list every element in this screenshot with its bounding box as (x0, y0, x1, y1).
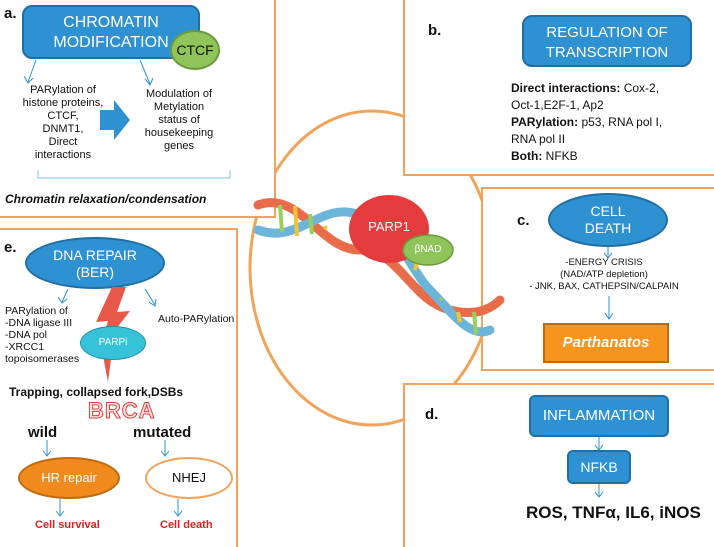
panel-d-label: d. (425, 406, 439, 423)
nad-atp-line: (NAD/ATP depletion) (560, 269, 648, 280)
direct-label: Direct interactions: (511, 81, 621, 95)
dna-repair-line: -XRCC1 (5, 341, 45, 353)
direct-interactions-line: Direct interactions: Cox-2, (511, 80, 701, 97)
both-text: NFKB (542, 149, 578, 163)
direct-line2: Oct-1,E2F-1, Ap2 (511, 98, 604, 112)
par-label: PARylation: (511, 115, 579, 129)
dna-repair-line: -DNA ligase III (5, 317, 73, 329)
panel-c-label: c. (517, 212, 530, 229)
inflammation-label: INFLAMMATION (542, 407, 656, 424)
direct-text: Cox-2, (620, 81, 660, 95)
dna-repair-line: PARylation of (5, 305, 68, 317)
bnad-label: βNAD (414, 244, 442, 255)
trapping-text: Trapping, collapsed fork,DSBs (9, 385, 184, 399)
chromatin-right-line: Modulation of (145, 88, 213, 100)
panel-b-label: b. (428, 22, 442, 39)
brca-label: BRCA (88, 398, 156, 424)
dna-repair-title-2: (BER) (75, 264, 115, 280)
ctcf-label: CTCF (176, 42, 214, 58)
chromatin-left-line: histone proteins, (22, 97, 104, 109)
chromatin-right-line: status of (158, 114, 200, 126)
nfkb-label: NFKB (580, 459, 618, 475)
chromatin-left-line: DNMT1, (42, 123, 84, 135)
chromatin-title-2: MODIFICATION (53, 34, 169, 51)
dna-repair-ellipse: DNA REPAIR (BER) (25, 237, 165, 289)
panel-e-label: e. (4, 239, 17, 256)
chromatin-left-line: interactions (34, 149, 92, 161)
inflammation-box: INFLAMMATION (529, 395, 669, 437)
energy-crisis-line: -ENERGY CRISIS (565, 257, 643, 268)
regulation-box: REGULATION OF TRANSCRIPTION (522, 15, 692, 67)
nhej-label: NHEJ (172, 470, 206, 485)
dna-repair-title-1: DNA REPAIR (53, 247, 137, 263)
bnad-shape (402, 234, 454, 266)
regulation-text: Direct interactions: Cox-2, Oct-1,E2F-1,… (511, 80, 701, 165)
cell-death-title-2: DEATH (584, 220, 632, 236)
parthanatos-label: Parthanatos (562, 334, 650, 351)
hr-repair-ellipse: HR repair (18, 457, 120, 499)
parthanatos-box: Parthanatos (543, 323, 669, 363)
regulation-title-2: TRANSCRIPTION (545, 44, 669, 61)
chromatin-left-text: PARylation of histone proteins, CTCF, DN… (13, 84, 113, 162)
chromatin-footer: Chromatin relaxation/condensation (5, 192, 207, 206)
ctcf-ellipse: CTCF (170, 30, 220, 70)
chromatin-left-line: Direct (48, 136, 78, 148)
both-line: Both: NFKB (511, 148, 701, 165)
both-label: Both: (511, 149, 543, 163)
parpi-label: PARPi (98, 337, 128, 348)
inflammation-output: ROS, TNFα, IL6, iNOS (526, 503, 701, 522)
chromatin-right-line: genes (164, 140, 194, 152)
cell-death-title-1: CELL (590, 203, 626, 219)
chromatin-right-line: Metylation (153, 101, 205, 113)
dna-repair-line: topoisomerases (5, 353, 80, 365)
cell-death-ellipse: CELL DEATH (548, 193, 668, 247)
par-text: p53, RNA pol I, (578, 115, 663, 129)
parp1-label: PARP1 (368, 219, 410, 234)
chromatin-left-line: PARylation of (30, 84, 96, 96)
auto-parylation-text: Auto-PARylation (158, 313, 235, 325)
cell-death-label: Cell death (160, 519, 213, 531)
wild-label: wild (28, 424, 58, 441)
dna-repair-line: -DNA pol (5, 329, 48, 341)
nfkb-box: NFKB (567, 450, 631, 484)
regulation-title-1: REGULATION OF (546, 24, 668, 41)
panel-a-label: a. (4, 5, 17, 22)
par-line2: RNA pol II (511, 132, 566, 146)
chromatin-right-line: housekeeping (144, 127, 214, 139)
parpi-ellipse: PARPi (80, 326, 146, 360)
cell-death-text: -ENERGY CRISIS (NAD/ATP depletion) - JNK… (494, 257, 714, 293)
chromatin-title-1: CHROMATIN (63, 14, 159, 31)
hr-repair-label: HR repair (41, 470, 97, 485)
chromatin-right-text: Modulation of Metylation status of house… (130, 88, 228, 153)
parylation-line: PARylation: p53, RNA pol I, (511, 114, 701, 131)
mutated-label: mutated (133, 424, 192, 441)
dna-repair-left-text: PARylation of -DNA ligase III -DNA pol -… (5, 305, 79, 365)
jnk-line: - JNK, BAX, CATHEPSIN/CALPAIN (529, 281, 679, 292)
cell-survival-label: Cell survival (35, 519, 100, 531)
nhej-ellipse: NHEJ (145, 457, 233, 499)
chromatin-left-line: CTCF, (47, 110, 79, 122)
